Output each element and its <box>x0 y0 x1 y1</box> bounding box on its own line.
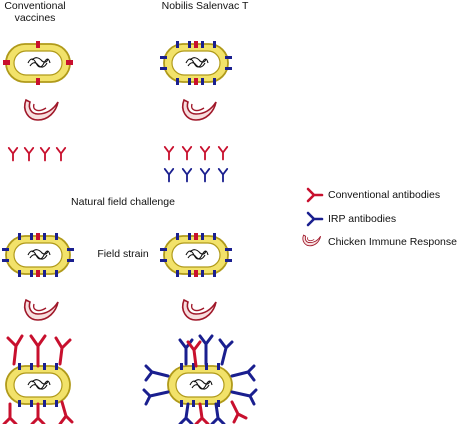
immune-response-swirl <box>23 99 59 121</box>
conventional-antibody-row <box>7 146 67 162</box>
conventional-antibody <box>23 146 35 162</box>
conventional-antibody <box>55 146 67 162</box>
surface-antigens <box>194 41 198 85</box>
salenvac-label: Nobilis Salenvac T <box>161 0 249 12</box>
surface-antigen <box>3 60 10 65</box>
natural-field-challenge-label: Natural field challenge <box>71 196 175 208</box>
immune-response-swirl <box>181 299 217 321</box>
bacterium-inner <box>13 50 63 76</box>
bacterium-field-strain-left <box>2 233 74 277</box>
conventional-antibodies-attached <box>2 334 74 424</box>
conventional-vaccines-line1: Conventional <box>4 0 66 12</box>
salenvac-irp-antibodies <box>163 167 229 183</box>
legend-conventional-antibody-icon <box>306 187 324 203</box>
legend-conventional-label: Conventional antibodies <box>328 189 441 201</box>
legend-irp-label: IRP antibodies <box>328 213 397 225</box>
mixed-antibodies-attached <box>142 334 258 424</box>
surface-antigen <box>36 41 40 48</box>
bacterium-neutralised-left <box>5 363 71 407</box>
conventional-vaccines-label: Conventional vaccines <box>0 0 70 24</box>
surface-antigen <box>36 78 40 85</box>
bacterium-salenvac <box>160 41 232 85</box>
conventional-antibody <box>39 146 51 162</box>
conventional-antibody <box>7 146 19 162</box>
immune-response-swirl <box>23 299 59 321</box>
surface-antigen <box>66 60 73 65</box>
field-strain-label: Field strain <box>97 248 149 260</box>
legend-immune-response-icon <box>302 234 322 247</box>
salenvac-conventional-antibodies <box>163 145 229 161</box>
legend-irp-antibody-icon <box>306 211 324 227</box>
legend-response-label: Chicken Immune Response <box>328 236 457 248</box>
bacterium-neutralised-right <box>167 363 233 407</box>
bacterium-conventional <box>3 41 73 85</box>
immune-response-swirl <box>181 99 217 121</box>
conventional-vaccines-line2: vaccines <box>14 12 56 24</box>
irp-receptors <box>160 41 232 85</box>
bacterium-dna <box>27 57 51 68</box>
bacterium-field-strain-right <box>160 233 232 277</box>
